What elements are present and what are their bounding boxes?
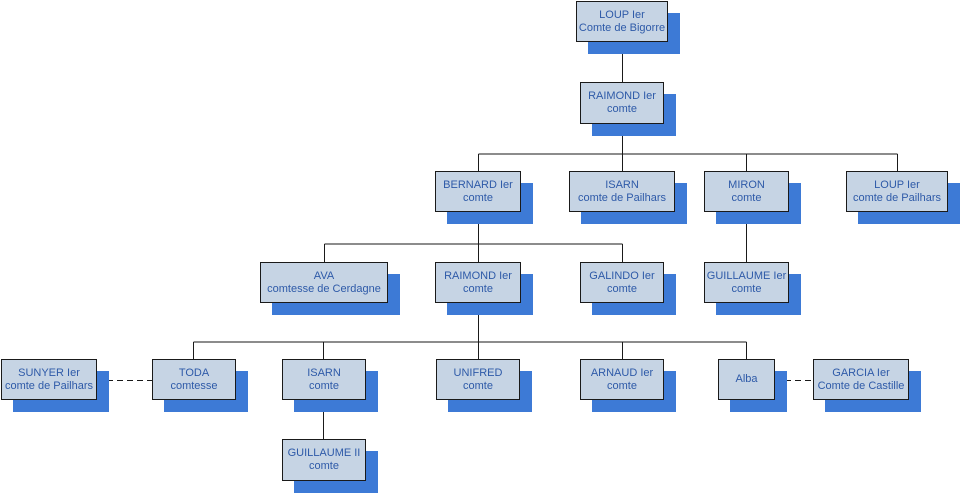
node-title: comte: [607, 379, 637, 392]
node-name: SUNYER Ier: [18, 366, 80, 379]
node-name: GUILLAUME Ier: [706, 269, 787, 282]
node-title: comte: [463, 191, 493, 204]
node-name: BERNARD Ier: [443, 178, 513, 191]
node-title: comte: [731, 191, 762, 204]
node-toda: TODA comtesse: [152, 359, 248, 412]
node-name: ISARN: [307, 366, 341, 379]
node-name: RAIMOND Ier: [588, 90, 656, 102]
node-title: comte: [309, 379, 339, 392]
node-title: comte: [607, 103, 637, 115]
node-raimond-ier: RAIMOND Ier comte: [580, 82, 676, 136]
node-title: comte: [463, 379, 493, 392]
node-name: GARCIA Ier: [832, 366, 890, 379]
node-name: ARNAUD Ier: [590, 366, 654, 379]
node-name: RAIMOND Ier: [444, 269, 512, 282]
node-bernard-ier: BERNARD Ier comte: [435, 171, 533, 224]
node-title: comte: [731, 282, 762, 295]
node-title: comte de Pailhars: [577, 191, 667, 204]
node-title: comte: [309, 460, 339, 472]
node-name: GALINDO Ier: [589, 269, 655, 282]
node-sunyer-ier: SUNYER Ier comte de Pailhars: [1, 359, 109, 412]
node-raimond-ier-gen4: RAIMOND Ier comte: [435, 262, 533, 315]
node-isarn-comte: ISARN comte: [282, 359, 378, 412]
node-name: LOUP Ier: [599, 8, 645, 21]
node-name: AVA: [313, 269, 335, 282]
node-title: Comte de Castille: [817, 379, 905, 392]
node-guillaume-ii: GUILLAUME II comte: [282, 439, 378, 493]
node-name: Alba: [735, 373, 758, 385]
node-title: comtesse: [170, 379, 218, 392]
node-title: comte de Pailhars: [852, 191, 942, 204]
node-name: TODA: [178, 366, 210, 379]
node-name: MIRON: [728, 178, 765, 191]
node-loup-ier-bigorre: LOUP Ier Comte de Bigorre: [576, 1, 680, 54]
node-loup-ier-pailhars: LOUP Ier comte de Pailhars: [846, 171, 960, 224]
node-miron: MIRON comte: [704, 171, 801, 224]
node-title: comte de Pailhars: [4, 379, 94, 392]
node-name: ISARN: [605, 178, 639, 191]
node-garcia-ier: GARCIA Ier Comte de Castille: [813, 359, 921, 412]
node-title: comtesse de Cerdagne: [267, 282, 381, 295]
node-name: GUILLAUME II: [287, 447, 361, 459]
node-ava: AVA comtesse de Cerdagne: [260, 262, 400, 315]
node-galindo-ier: GALINDO Ier comte: [580, 262, 676, 315]
node-guillaume-ier: GUILLAUME Ier comte: [704, 262, 801, 315]
node-title: comte: [607, 282, 637, 295]
node-arnaud-ier: ARNAUD Ier comte: [580, 359, 676, 412]
node-title: comte: [463, 282, 493, 295]
node-name: LOUP Ier: [874, 178, 920, 191]
node-isarn-pailhars: ISARN comte de Pailhars: [569, 171, 687, 224]
node-alba: Alba: [718, 359, 787, 412]
node-name: UNIFRED: [453, 366, 503, 379]
node-title: Comte de Bigorre: [578, 21, 666, 34]
node-unifred: UNIFRED comte: [436, 359, 532, 412]
